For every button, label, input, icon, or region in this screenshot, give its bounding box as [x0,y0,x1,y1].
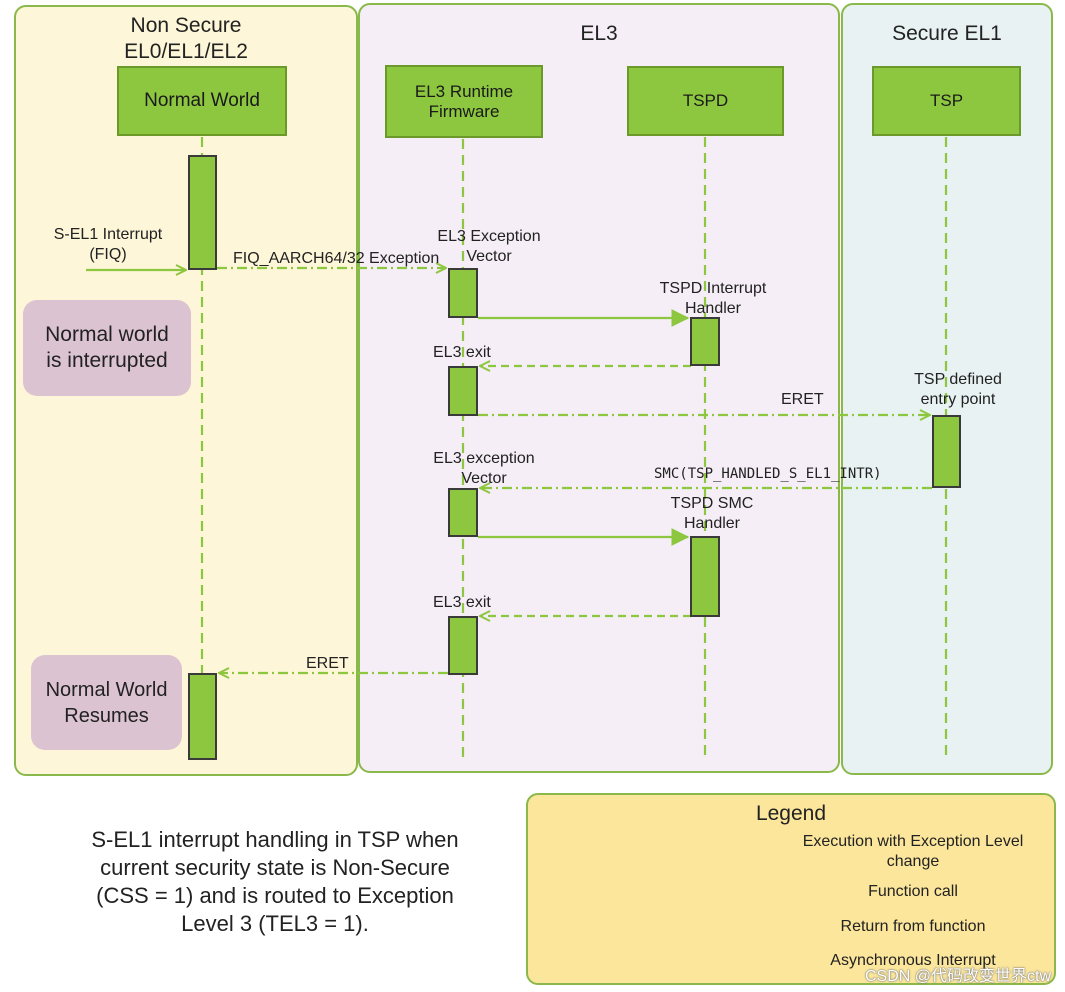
legend-item-exec-el-change: Execution with Exception Level change [768,832,1058,872]
participant-tsp: TSP [872,66,1021,136]
label-tsp-entry-line1: TSP defined [914,371,1002,388]
label-eret-2: ERET [306,655,349,672]
legend-item-return-from-function: Return from function [840,918,986,935]
activation-el3-4 [448,616,478,675]
label-el3-exc-vector2-line2: Vector [461,470,507,487]
caption-line2: current security state is Non-Secure [100,855,450,880]
label-sel1-interrupt-line1: S-EL1 Interrupt [53,226,163,243]
note-interrupted-line2: is interrupted [46,349,168,372]
participant-tspd-label: TSPD [682,91,729,110]
label-el3-exception-vector: EL3 Exception Vector [437,227,540,267]
label-sel1-interrupt-line2: (FIQ) [89,246,127,263]
caption-line1: S-EL1 interrupt handling in TSP when [91,827,459,852]
label-el3-exception-vector-2: EL3 exception Vector [433,449,534,489]
note-resumes-line1: Normal World [45,678,168,701]
el3-zone-title: EL3 [580,22,618,45]
label-tspd-smc-handler-line2: Handler [683,515,741,532]
note-interrupted-line1: Normal world [45,323,169,346]
activation-el3-2 [448,366,478,416]
label-sel1-interrupt: S-EL1 Interrupt (FIQ) [54,225,163,265]
watermark: CSDN @代码改变世界ctw [864,968,1051,985]
label-tspd-smc-handler-line1: TSPD SMC [670,495,754,512]
label-tsp-entry-line2: entry point [920,391,996,408]
participant-el3-runtime-firmware: EL3 Runtime Firmware [385,65,543,138]
legend-item-async-interrupt: Asynchronous Interrupt [830,952,996,969]
participant-normal-world: Normal World [117,66,287,136]
note-resumes-line2: Resumes [64,704,149,727]
non-secure-title-line1: Non Secure [130,14,242,37]
legend-exec-el-change-line2: change [886,853,940,870]
label-el3-exc-vector-line2: Vector [466,248,512,265]
label-tsp-entry-point: TSP defined entry point [914,370,1002,410]
label-tspd-interrupt-handler: TSPD Interrupt Handler [660,279,767,319]
activation-tsp [932,415,961,488]
note-normal-world-resumes: Normal World Resumes [31,655,182,750]
non-secure-title-line2: EL0/EL1/EL2 [124,40,248,63]
participant-tsp-label: TSP [929,91,964,110]
figure-caption: S-EL1 interrupt handling in TSP when cur… [60,826,490,938]
legend-item-function-call: Function call [868,883,958,900]
participant-normal-world-label: Normal World [144,90,260,111]
label-el3-exc-vector-line1: EL3 Exception [437,228,541,245]
caption-line3: (CSS = 1) and is routed to Exception [96,883,454,908]
label-el3-exit-1: EL3 exit [433,344,491,361]
legend-title: Legend [755,802,827,825]
activation-tspd-2 [690,536,720,617]
caption-line4: Level 3 (TEL3 = 1). [181,911,369,936]
label-tspd-smc-handler: TSPD SMC Handler [671,494,754,534]
secure-el1-zone-title: Secure EL1 [892,22,1002,45]
participant-runtime-line1: EL3 Runtime [414,81,514,101]
activation-el3-3 [448,488,478,537]
participant-tspd: TSPD [627,66,784,136]
participant-runtime-line2: Firmware [428,101,500,121]
note-normal-world-interrupted: Normal world is interrupted [23,300,191,396]
label-tspd-int-handler-line2: Handler [684,300,742,317]
label-eret-1: ERET [781,391,824,408]
label-smc-call: SMC(TSP_HANDLED_S_EL1_INTR) [654,466,882,482]
legend-box: Legend Execution with Exception Level ch… [526,793,1056,985]
activation-tspd-1 [690,317,720,366]
label-el3-exc-vector2-line1: EL3 exception [433,450,535,467]
label-tspd-int-handler-line1: TSPD Interrupt [659,280,767,297]
legend-exec-el-change-line1: Execution with Exception Level [802,833,1024,850]
non-secure-zone-title: Non Secure EL0/EL1/EL2 [16,13,356,65]
label-fiq-exception: FIQ_AARCH64/32 Exception [233,250,440,267]
label-el3-exit-2: EL3 exit [433,594,491,611]
activation-el3-1 [448,268,478,318]
activation-normal-world-1 [188,155,217,270]
activation-normal-world-2 [188,673,217,760]
